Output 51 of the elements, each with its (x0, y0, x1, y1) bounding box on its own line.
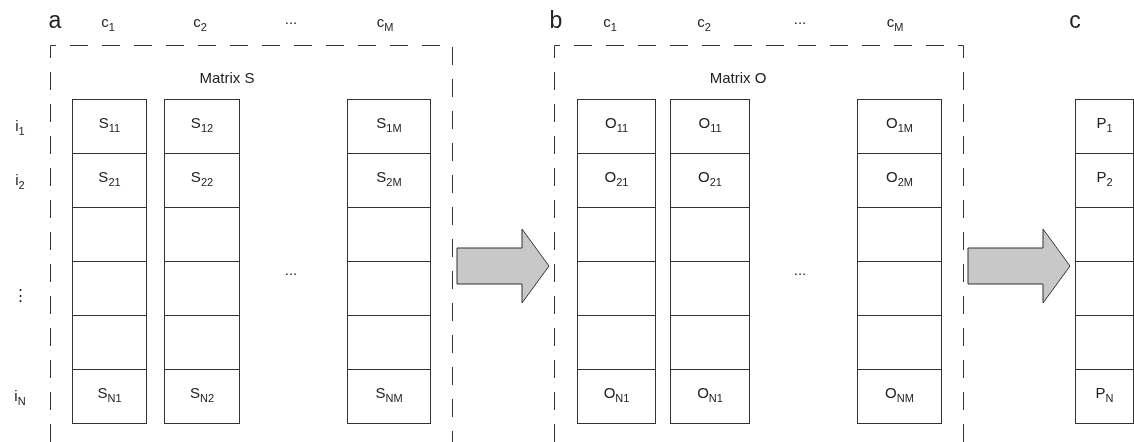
block-arrow (456, 228, 550, 304)
matrix-cell: S$_{NM}$ (348, 370, 430, 424)
matrix-cell: O$_{N1}$ (671, 370, 749, 424)
matrix-cell: O$_{1M}$ (858, 100, 941, 154)
axis-label: ⋮ (12, 286, 28, 304)
matrix-column (577, 99, 656, 424)
matrix-column (347, 99, 431, 424)
axis-label: ... (793, 10, 807, 28)
axis-label: ... (793, 261, 807, 279)
panel-title: Matrix O (709, 69, 767, 87)
matrix-cell: O$_{21}$ (578, 154, 655, 208)
panel-letter: a (48, 11, 62, 29)
matrix-cell: S$_{11}$ (73, 100, 146, 154)
matrix-column (72, 99, 147, 424)
axis-label: c$_{M}$ (376, 13, 394, 31)
matrix-column (670, 99, 750, 424)
matrix-cell: O$_{2M}$ (858, 154, 941, 208)
block-arrow (967, 228, 1071, 304)
matrix-cell: S$_{2M}$ (348, 154, 430, 208)
axis-label: ... (284, 10, 298, 28)
axis-label: c$_{2}$ (697, 13, 711, 31)
matrix-column (857, 99, 942, 424)
panel-letter: c (1069, 11, 1081, 29)
matrix-cell: S$_{21}$ (73, 154, 146, 208)
axis-label: i$_{2}$ (15, 171, 25, 189)
axis-label: ... (284, 261, 298, 279)
axis-label: c$_{1}$ (603, 13, 617, 31)
matrix-cell: O$_{N1}$ (578, 370, 655, 424)
matrix-cell: P$_{N}$ (1076, 370, 1133, 424)
matrix-cell: S$_{1M}$ (348, 100, 430, 154)
matrix-cell: O$_{21}$ (671, 154, 749, 208)
matrix-cell: O$_{NM}$ (858, 370, 941, 424)
matrix-column (1075, 99, 1134, 424)
matrix-column (164, 99, 240, 424)
dashed-frame (50, 45, 453, 442)
dashed-frame (554, 45, 964, 442)
axis-label: c$_{1}$ (101, 13, 115, 31)
matrix-cell: S$_{22}$ (165, 154, 239, 208)
matrix-cell: O$_{11}$ (578, 100, 655, 154)
matrix-cell: P$_{2}$ (1076, 154, 1133, 208)
axis-label: c$_{M}$ (886, 13, 904, 31)
matrix-cell: S$_{12}$ (165, 100, 239, 154)
matrix-cell: S$_{N2}$ (165, 370, 239, 424)
matrix-cell: S$_{N1}$ (73, 370, 146, 424)
matrix-cell: P$_{1}$ (1076, 100, 1133, 154)
panel-letter: b (549, 11, 563, 29)
matrix-cell: O$_{11}$ (671, 100, 749, 154)
axis-label: i$_{1}$ (15, 117, 25, 135)
axis-label: i$_{N}$ (14, 387, 26, 405)
axis-label: c$_{2}$ (193, 13, 207, 31)
panel-title: Matrix S (199, 69, 255, 87)
